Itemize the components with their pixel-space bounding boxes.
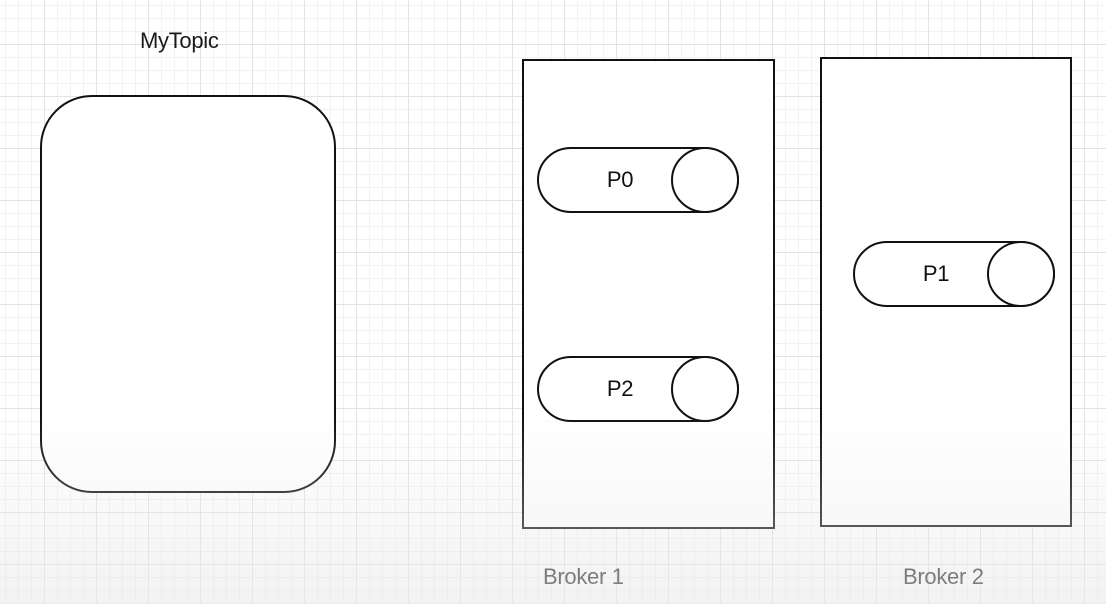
partition-cylinder-icon bbox=[537, 356, 739, 422]
partition-cylinder-icon bbox=[537, 147, 739, 213]
partition-p2: P2 bbox=[537, 356, 739, 422]
broker-2-label: Broker 2 bbox=[903, 564, 984, 589]
topic-box bbox=[40, 95, 336, 493]
partition-label: P2 bbox=[606, 376, 634, 401]
partition-label: P1 bbox=[922, 261, 950, 286]
partition-label: P0 bbox=[606, 167, 634, 192]
broker-1-box bbox=[522, 59, 775, 529]
partition-p1: P1 bbox=[853, 241, 1055, 307]
partition-p0: P0 bbox=[537, 147, 739, 213]
topic-title: MyTopic bbox=[140, 28, 219, 53]
broker-1-label: Broker 1 bbox=[543, 564, 624, 589]
partition-cylinder-icon bbox=[853, 241, 1055, 307]
